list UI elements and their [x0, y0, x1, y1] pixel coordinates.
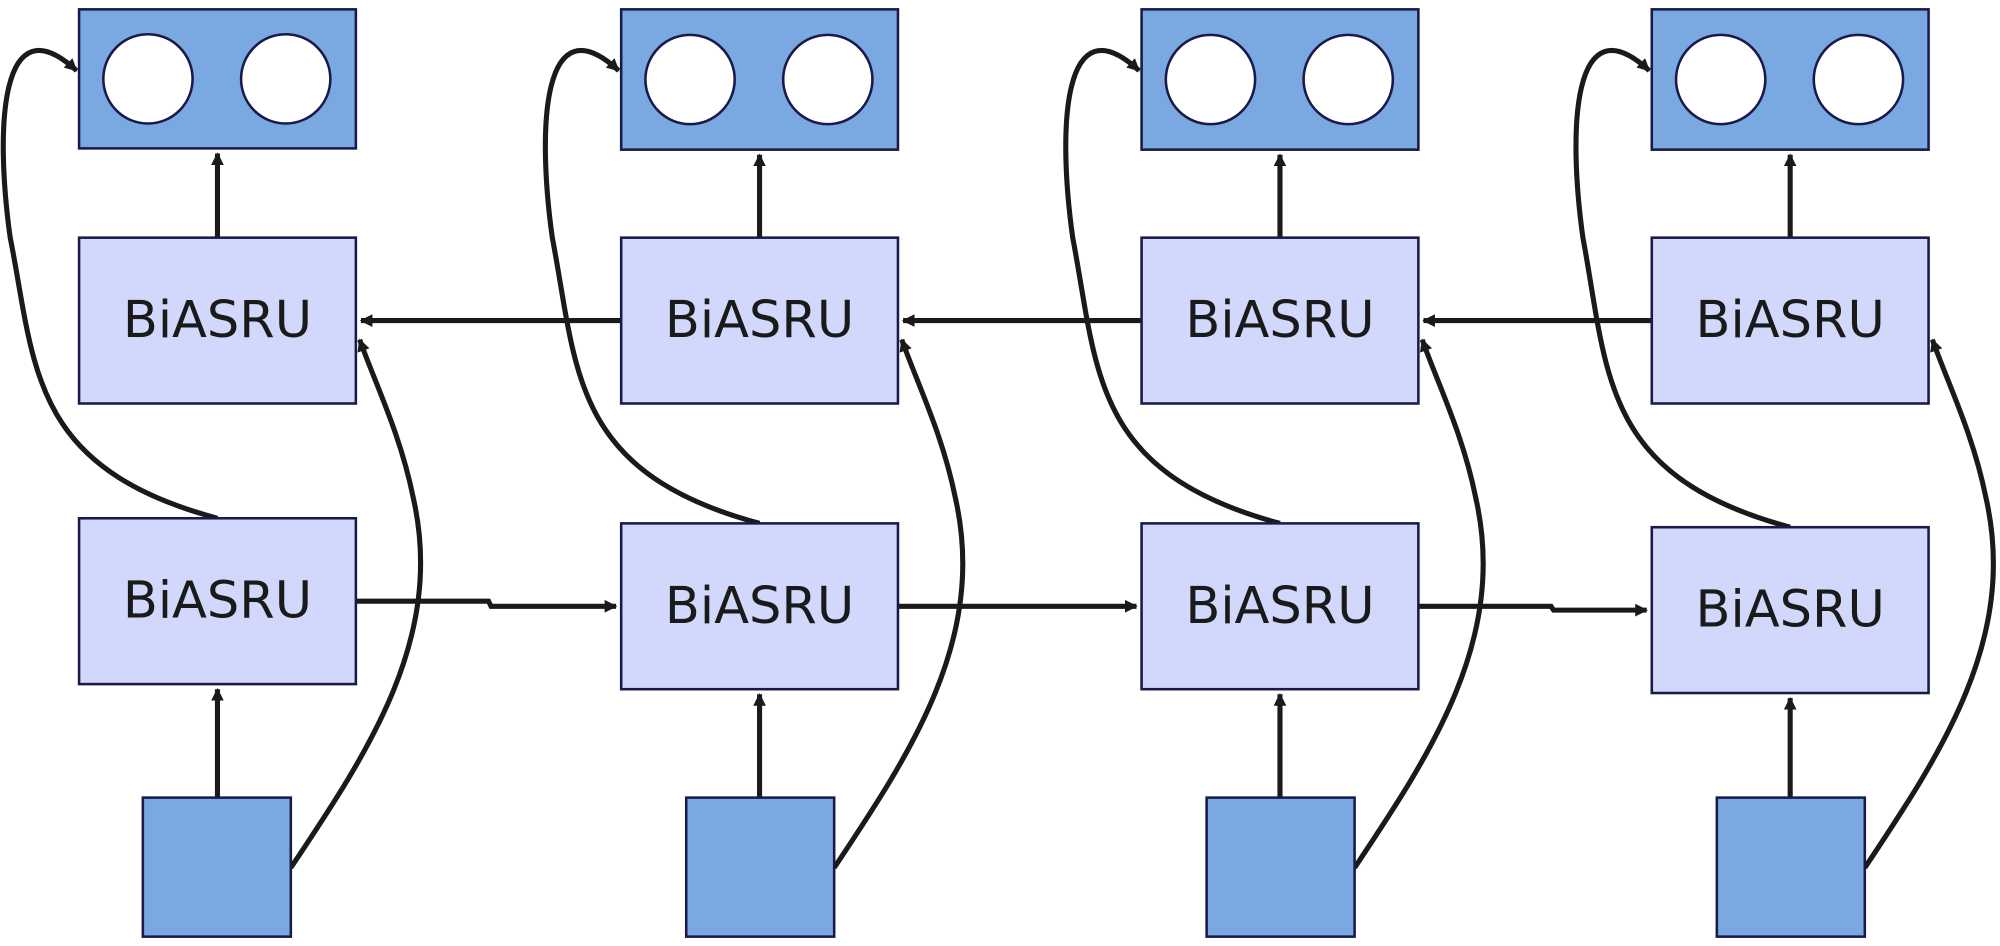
- edge-input-to-upper: [832, 338, 966, 870]
- lower-biasru-label: BiASRU: [665, 577, 854, 636]
- upper-biasru-node: [1650, 236, 1930, 405]
- input-node: [1715, 796, 1867, 938]
- edge-input-to-upper: [1862, 338, 1996, 870]
- upper-biasru-node: [77, 236, 358, 405]
- upper-biasru-label: BiASRU: [123, 291, 312, 350]
- column-4: BiASRU BiASRU: [1650, 8, 1930, 938]
- input-node: [141, 796, 293, 938]
- output-unit-circle: [1674, 33, 1767, 126]
- edge-lower-forward: [1418, 603, 1648, 617]
- edge-input-to-upper: [1352, 338, 1486, 870]
- output-unit-circle: [239, 32, 332, 125]
- lower-biasru-node: [77, 517, 358, 686]
- input-node: [1205, 796, 1356, 938]
- upper-biasru-node: [619, 236, 900, 405]
- lower-biasru-node: [619, 522, 900, 691]
- upper-biasru-node: [1140, 236, 1420, 405]
- edge-lower-to-output: [1573, 48, 1791, 530]
- output-unit-circle: [1164, 33, 1257, 126]
- column-2: BiASRU BiASRU: [619, 8, 900, 938]
- edge-input-to-upper: [288, 338, 424, 870]
- lower-biasru-label: BiASRU: [1696, 581, 1885, 640]
- upper-biasru-label: BiASRU: [665, 291, 854, 350]
- output-unit-circle: [781, 33, 874, 126]
- lower-biasru-node: [1650, 525, 1930, 695]
- output-unit-circle: [644, 33, 736, 126]
- lower-biasru-node: [1140, 522, 1420, 691]
- edge-lower-to-output: [1063, 48, 1281, 526]
- upper-biasru-label: BiASRU: [1185, 291, 1374, 350]
- edge-lower-forward: [355, 598, 618, 613]
- output-unit-circle: [102, 32, 194, 125]
- column-1: BiASRU BiASRU: [77, 8, 358, 938]
- output-unit-circle: [1302, 33, 1395, 126]
- edge-lower-to-output: [0, 48, 219, 521]
- lower-biasru-label: BiASRU: [1185, 577, 1374, 636]
- output-unit-circle: [1812, 33, 1905, 126]
- column-3: BiASRU BiASRU: [1140, 8, 1420, 938]
- upper-biasru-label: BiASRU: [1696, 291, 1885, 350]
- input-node: [684, 796, 836, 938]
- edge-lower-to-output: [542, 48, 761, 526]
- lower-biasru-label: BiASRU: [123, 572, 312, 631]
